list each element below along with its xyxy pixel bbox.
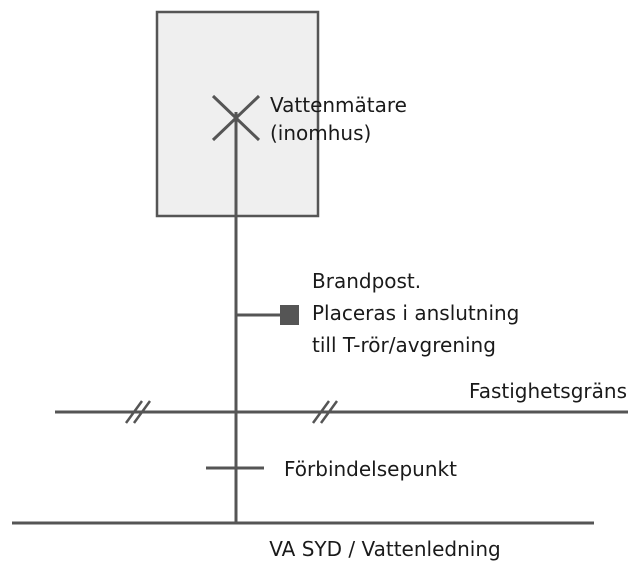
meter-label-line1: Vattenmätare [270, 93, 407, 117]
boundary-hatch-left [124, 400, 152, 424]
hydrant-label-line2: Placeras i anslutning [312, 301, 519, 325]
main-line-label: VA SYD / Vattenledning [269, 537, 500, 561]
property-boundary-label: Fastighetsgräns [469, 379, 627, 403]
hydrant-icon [280, 305, 299, 325]
meter-label-line2: (inomhus) [270, 121, 371, 145]
connection-point-label: Förbindelsepunkt [284, 457, 457, 481]
water-meter-icon [211, 94, 261, 142]
hydrant-label-line3: till T-rör/avgrening [312, 333, 496, 357]
boundary-hatch-right [311, 400, 339, 424]
hydrant-label-line1: Brandpost. [312, 269, 421, 293]
